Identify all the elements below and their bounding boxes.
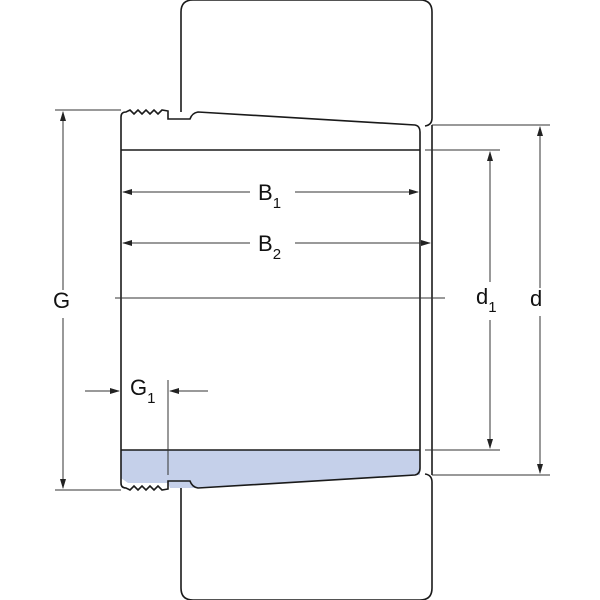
sleeve-section-fill: [121, 450, 420, 488]
d-extension-lines: [432, 124, 550, 476]
bearing-ring-top: [180, 0, 433, 127]
sleeve-bottom-outline: [120, 450, 421, 492]
label-B1: B1: [258, 180, 281, 212]
label-d1: d1: [476, 284, 497, 316]
sleeve-top-outline: [120, 108, 421, 150]
label-B2: B2: [258, 231, 281, 263]
label-d: d: [530, 286, 542, 311]
label-G: G: [53, 288, 70, 313]
G-extension-lines: [55, 109, 121, 491]
bearing-ring-bottom: [180, 473, 433, 600]
label-G1: G1: [130, 375, 155, 407]
d1-extension-lines: [425, 149, 500, 451]
